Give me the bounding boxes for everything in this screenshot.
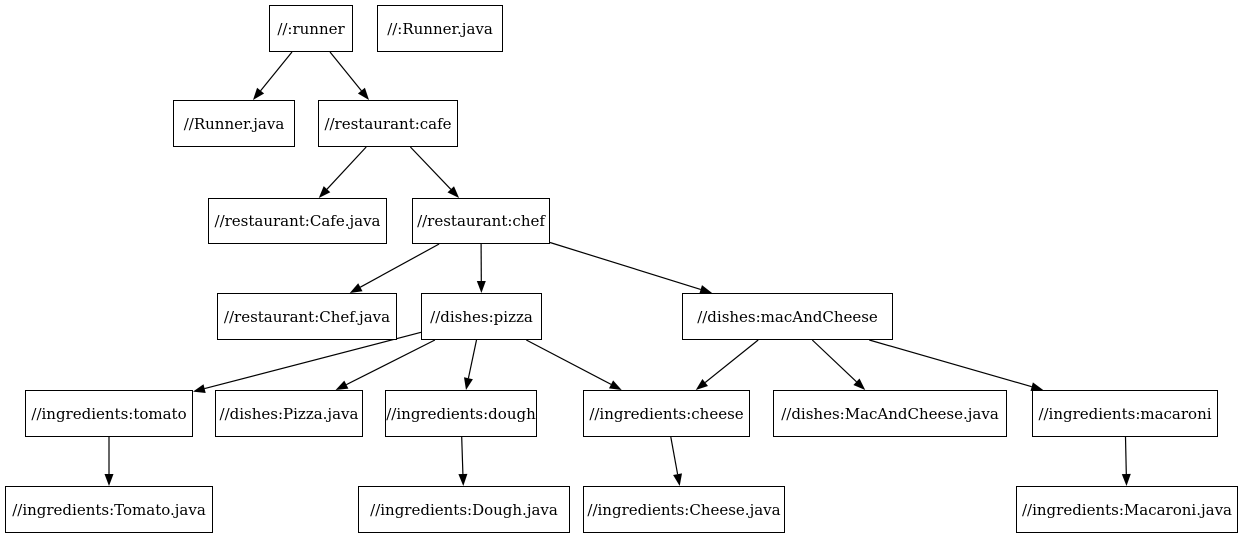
graph-node-cafe-java: //restaurant:Cafe.java <box>208 198 387 244</box>
graph-node-runner-java-file: //Runner.java <box>173 100 295 147</box>
edge-arrowhead-mac-and-cheese-to-cheese <box>695 379 708 390</box>
node-label: //dishes:Pizza.java <box>219 404 359 423</box>
edge-arrowhead-chef-to-pizza <box>476 281 486 293</box>
graph-node-pizza-java: //dishes:Pizza.java <box>215 390 363 437</box>
edge-line-pizza-to-dough <box>467 339 478 379</box>
graph-node-tomato-java: //ingredients:Tomato.java <box>5 486 213 533</box>
edge-line-runner-to-runner-java-file <box>260 51 293 92</box>
node-label: //ingredients:macaroni <box>1038 404 1212 423</box>
edge-arrowhead-chef-to-chef-java <box>349 283 363 293</box>
graph-node-tomato: //ingredients:tomato <box>25 390 193 437</box>
node-label: //ingredients:Dough.java <box>370 500 558 519</box>
edge-line-dough-to-dough-java <box>461 436 464 475</box>
graph-node-dough-java: //ingredients:Dough.java <box>358 486 570 533</box>
node-label: //restaurant:Chef.java <box>223 307 391 326</box>
edge-arrowhead-pizza-to-pizza-java <box>335 380 349 390</box>
edge-arrowhead-runner-to-cafe <box>357 87 369 100</box>
graph-node-dough: //ingredients:dough <box>385 390 537 437</box>
graph-node-macaroni-java: //ingredients:Macaroni.java <box>1016 486 1238 533</box>
edge-line-pizza-to-tomato <box>204 331 422 390</box>
node-label: //ingredients:dough <box>386 404 536 423</box>
node-label: //restaurant:Cafe.java <box>214 212 381 230</box>
edge-arrowhead-macaroni-to-macaroni-java <box>1121 473 1131 486</box>
edge-line-pizza-to-pizza-java <box>346 339 436 386</box>
graph-node-cheese-java: //ingredients:Cheese.java <box>583 486 785 533</box>
graph-node-pizza: //dishes:pizza <box>421 293 542 340</box>
graph-node-mac-and-cheese: //dishes:macAndCheese <box>682 293 893 340</box>
node-label: //restaurant:chef <box>417 212 545 230</box>
edge-arrowhead-mac-and-cheese-to-mac-and-cheese-java <box>853 378 866 390</box>
edge-arrowhead-dough-to-dough-java <box>458 473 468 486</box>
edge-line-chef-to-chef-java <box>360 243 440 288</box>
graph-node-cafe: //restaurant:cafe <box>318 100 458 147</box>
node-label: //ingredients:Macaroni.java <box>1021 500 1232 519</box>
edge-line-cheese-to-cheese-java <box>670 436 679 475</box>
node-label: //ingredients:Cheese.java <box>587 500 781 519</box>
node-label: //dishes:MacAndCheese.java <box>781 404 999 423</box>
edge-arrowhead-runner-to-runner-java-file <box>253 87 265 100</box>
edge-line-pizza-to-cheese <box>526 339 612 385</box>
graph-node-mac-and-cheese-java: //dishes:MacAndCheese.java <box>773 390 1007 437</box>
edge-arrowhead-tomato-to-tomato-java <box>104 474 114 486</box>
edge-line-cafe-to-cafe-java <box>326 146 367 190</box>
graph-node-macaroni: //ingredients:macaroni <box>1032 390 1218 437</box>
node-label: //dishes:macAndCheese <box>697 307 878 326</box>
edge-arrowhead-pizza-to-tomato <box>193 384 206 393</box>
node-label: //ingredients:Tomato.java <box>12 500 206 519</box>
node-label: //Runner.java <box>183 114 285 133</box>
edge-arrowhead-cafe-to-cafe-java <box>318 186 331 198</box>
edge-arrowhead-pizza-to-cheese <box>609 380 622 390</box>
graph-node-runner-java-target: //:Runner.java <box>377 5 503 52</box>
edge-line-chef-to-mac-and-cheese <box>549 241 701 290</box>
edge-arrowhead-cafe-to-chef <box>447 186 460 198</box>
edge-line-mac-and-cheese-to-mac-and-cheese-java <box>811 339 857 383</box>
edge-line-mac-and-cheese-to-macaroni <box>869 339 1032 388</box>
edge-line-macaroni-to-macaroni-java <box>1124 436 1127 475</box>
edge-line-runner-to-cafe <box>329 51 362 92</box>
graph-node-runner: //:runner <box>269 5 353 52</box>
graph-node-chef-java: //restaurant:Chef.java <box>217 293 397 340</box>
node-label: //ingredients:tomato <box>31 404 187 423</box>
node-label: //:runner <box>277 19 345 38</box>
graph-node-chef: //restaurant:chef <box>412 198 550 244</box>
edge-line-cafe-to-chef <box>409 146 452 190</box>
edge-arrowhead-cheese-to-cheese-java <box>673 473 682 486</box>
edge-line-mac-and-cheese-to-cheese <box>704 339 759 383</box>
node-label: //restaurant:cafe <box>324 114 452 133</box>
node-label: //ingredients:cheese <box>589 404 744 423</box>
node-label: //dishes:pizza <box>430 307 533 326</box>
edge-arrowhead-pizza-to-dough <box>464 377 473 390</box>
node-label: //:Runner.java <box>387 19 493 38</box>
graph-node-cheese: //ingredients:cheese <box>583 390 750 437</box>
